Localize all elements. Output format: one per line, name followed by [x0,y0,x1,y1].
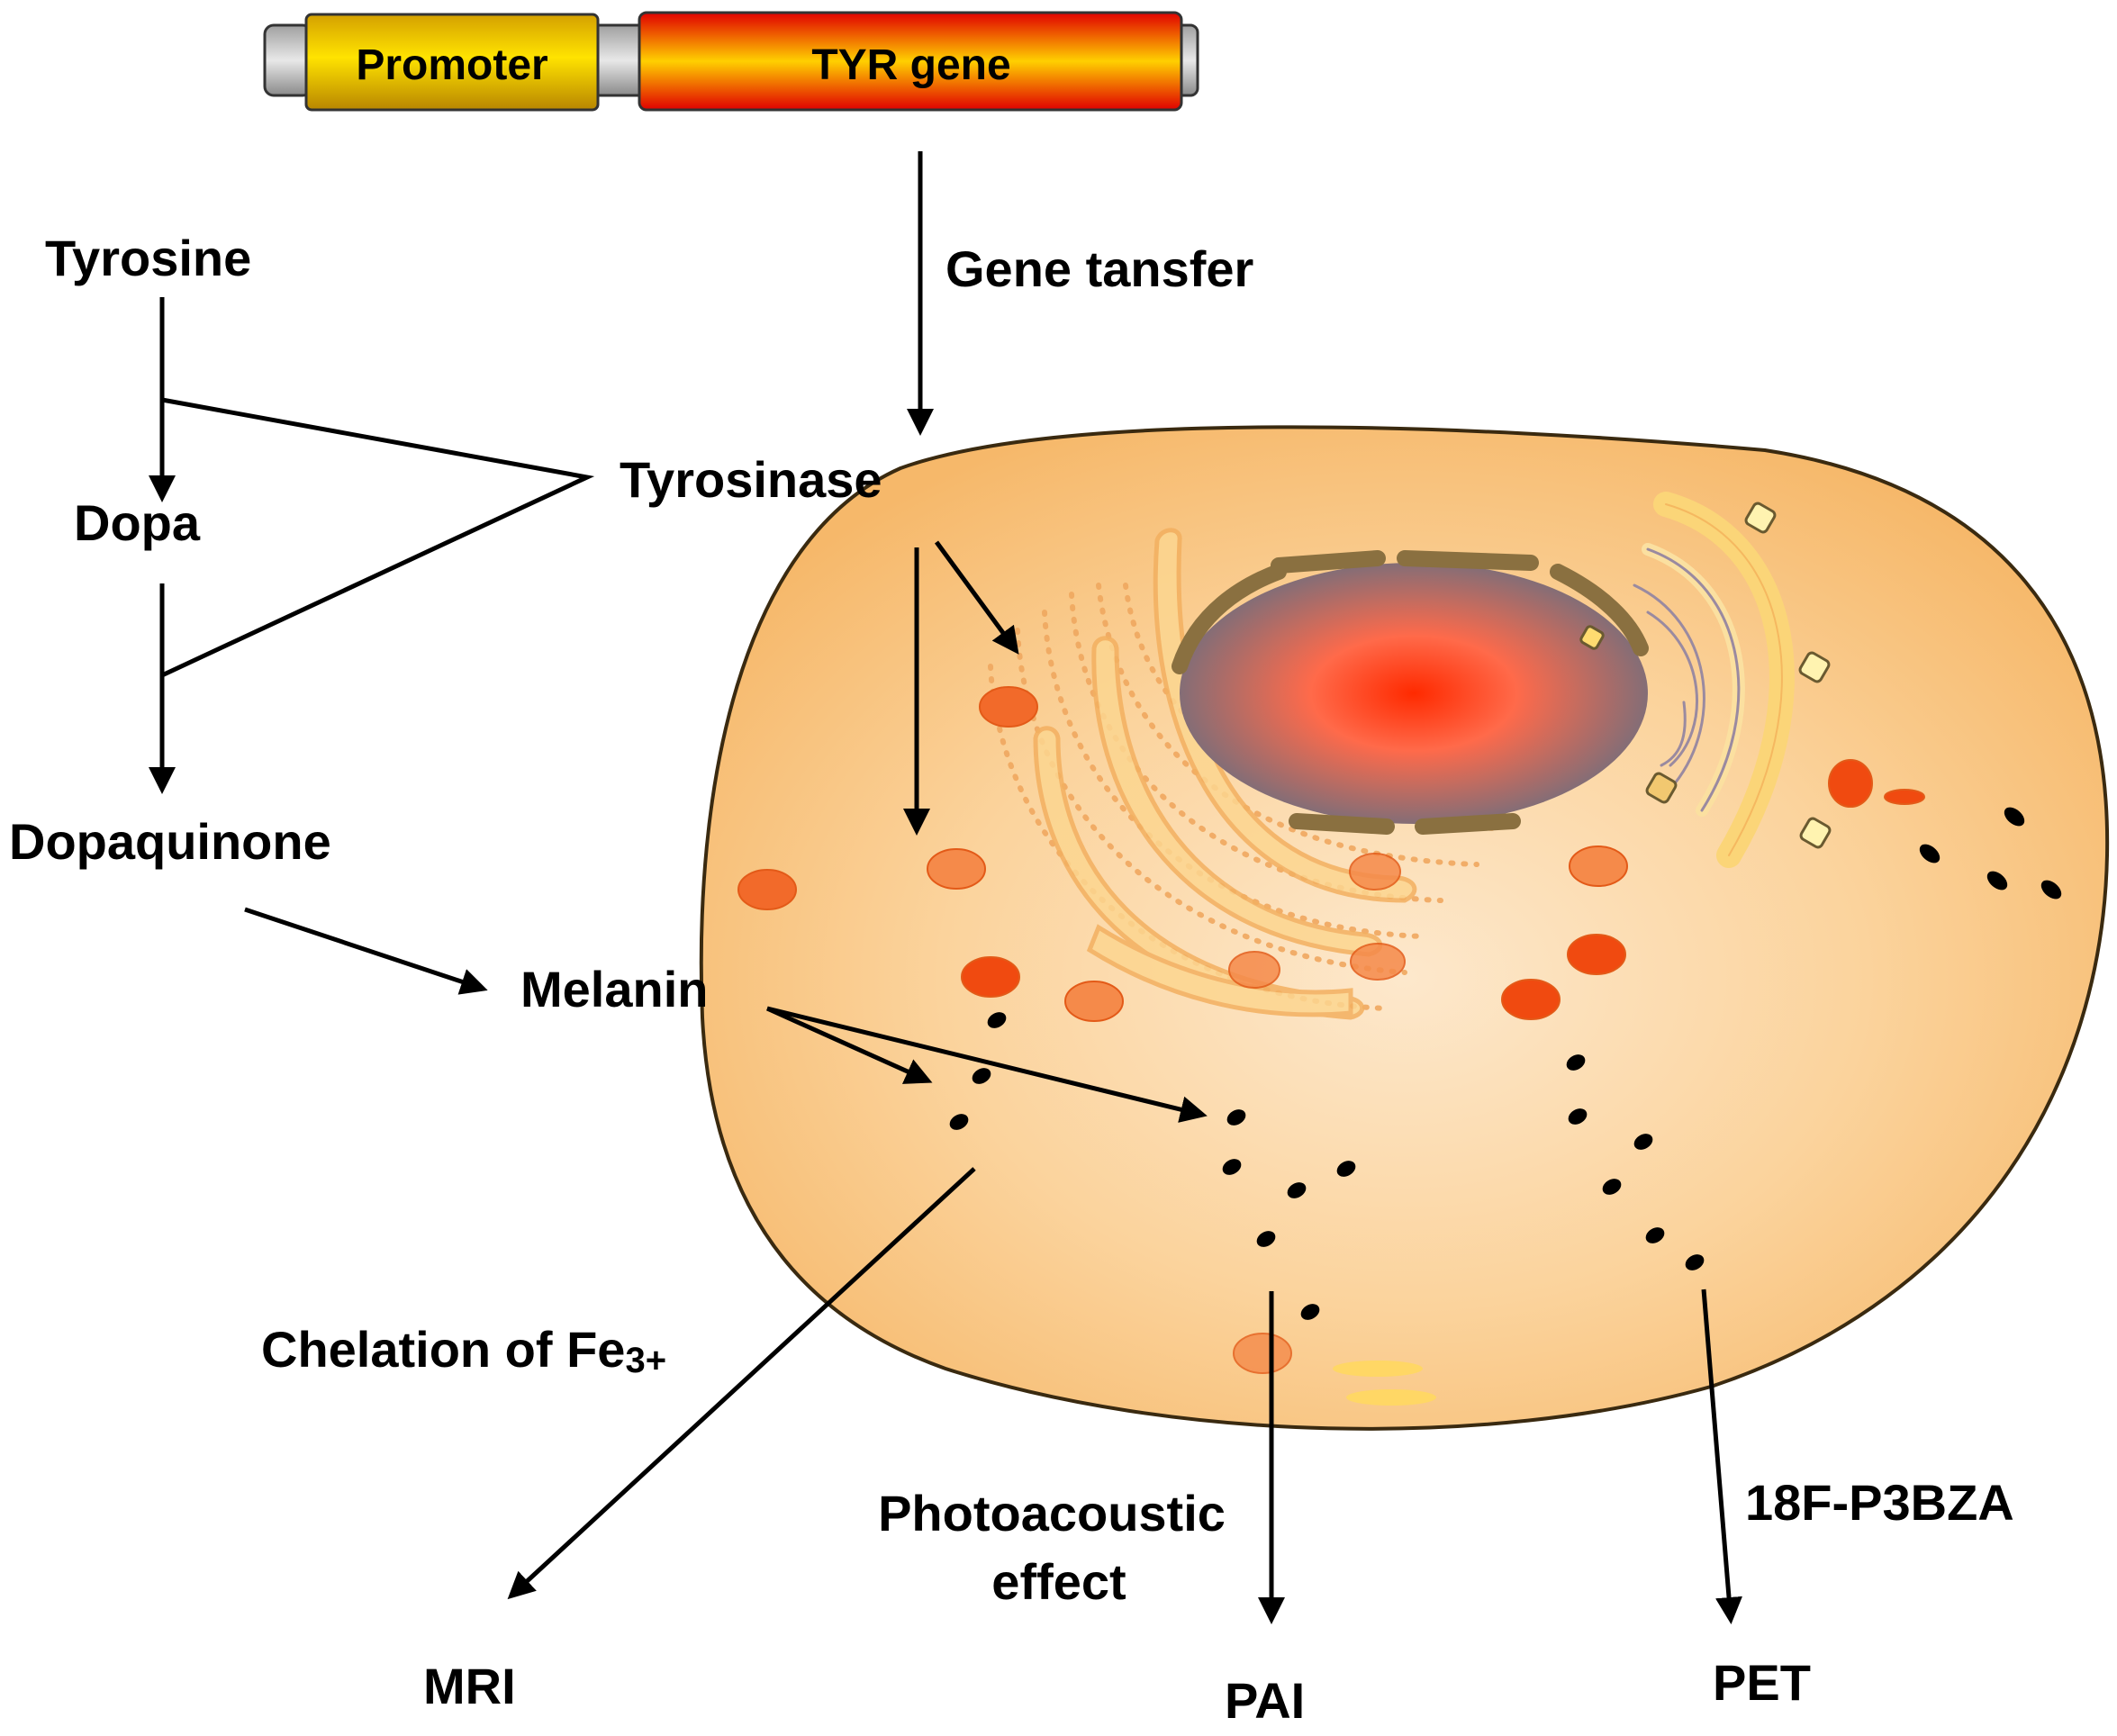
construct-left-cap [263,23,313,97]
arrow-pet [1701,1288,1742,1624]
arrow-melanin-to-granule [765,1006,933,1084]
cell [699,425,2110,1431]
melanin-granules [949,807,2062,1320]
melanin-label: Melanin [520,961,708,1017]
arrow-melanin-to-granules-pai [766,1006,1208,1123]
pai-label: PAI [1225,1672,1305,1729]
chelation-label: Chelation of Fe3+ [261,1321,666,1380]
pathway-arrows [149,151,1742,1624]
photoacoustic-label-line1: Photoacoustic [878,1485,1226,1542]
mri-label: MRI [423,1658,516,1714]
dopaquinone-label: Dopaquinone [9,813,331,870]
arrow-dopaquinone-to-melanin [244,907,488,995]
pet-label: PET [1713,1654,1811,1711]
tracer-label: 18F-P3BZA [1745,1474,2014,1531]
melanosomes [737,686,1925,1406]
tyrosine-label: Tyrosine [45,230,251,286]
golgi-apparatus [1633,492,1795,868]
nucleus [1172,550,1649,835]
construct-linker [593,23,645,97]
tyr-gene-block [638,11,1183,112]
arrow-mri [507,1167,976,1600]
arrow-tyrosinase-to-er [934,540,1019,655]
promoter-block [304,13,600,112]
tyrosinase-label: Tyrosinase [620,451,882,508]
gene-transfer-label: Gene tansfer [945,240,1253,297]
labels: Gene tansfer Tyrosine Dopa Dopaquinone T… [9,230,2014,1729]
gene-construct: Promoter TYR gene [263,11,1199,112]
tyr-gene-label: TYR gene [811,41,1010,89]
photoacoustic-label-line2: effect [991,1553,1126,1610]
golgi-vesicles [1579,502,1832,849]
nucleus-body [1180,563,1648,824]
tyrosinase-catalysis-lines [160,397,595,678]
dopa-label: Dopa [74,494,201,551]
promoter-label: Promoter [356,41,547,89]
